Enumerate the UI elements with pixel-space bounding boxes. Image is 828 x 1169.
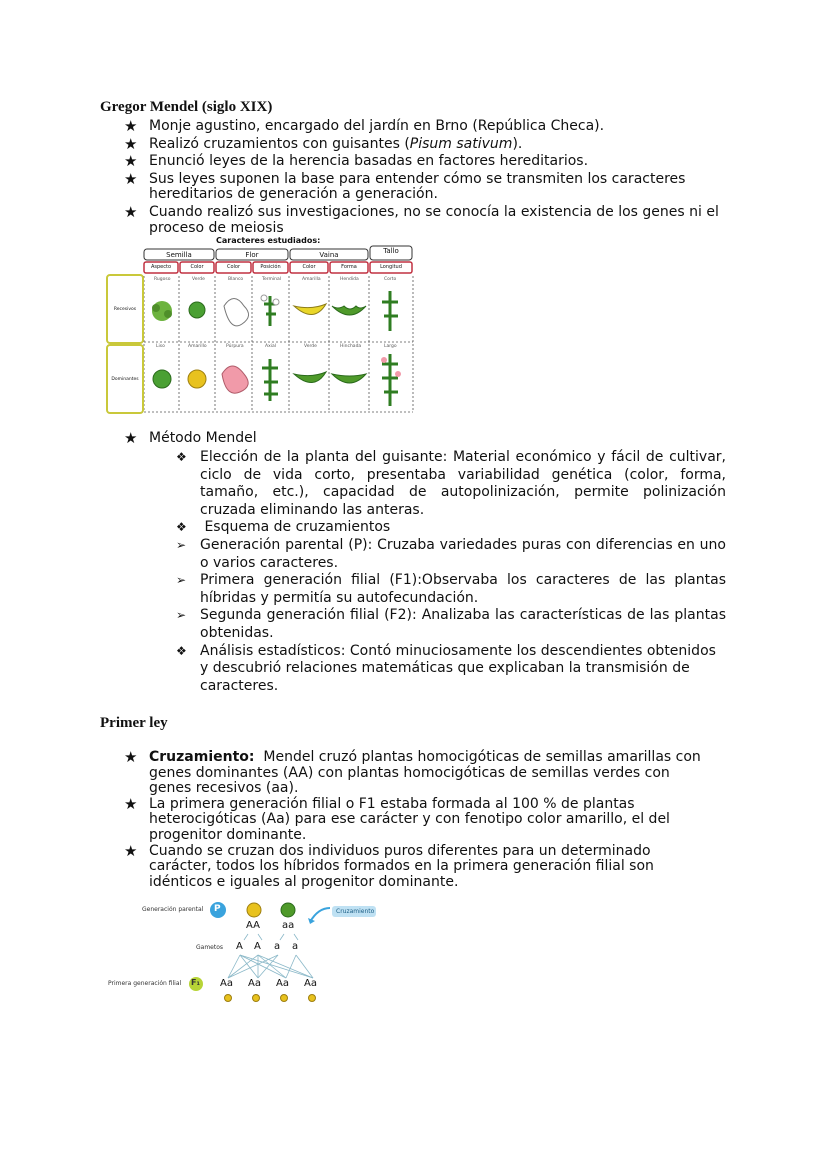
dominant-row-images: [152, 354, 401, 406]
star-icon: ★: [124, 202, 138, 221]
trait-header: Aspecto: [150, 264, 172, 270]
trait-header: Color: [302, 264, 316, 270]
gamete: a: [274, 941, 281, 952]
dominant-cell: Hinchada: [340, 344, 362, 349]
dominant-cell: Púrpura: [226, 344, 244, 349]
recessive-cell: Amarilla: [302, 277, 321, 282]
list-item: ★Cuando se cruzan dos individuos puros d…: [124, 841, 654, 890]
recessive-cell: Verde: [192, 277, 205, 282]
first-law-list: ★Cruzamiento: Mendel cruzó plantas homoc…: [124, 748, 716, 890]
method-list: ★Método Mendel: [124, 429, 734, 447]
method-sublist: ❖Elección de la planta del guisante: Mat…: [176, 449, 726, 695]
recessive-cell: Corto: [384, 277, 397, 282]
list-item: ★Monje agustino, encargado del jardín en…: [124, 117, 605, 135]
parental-label: Generación parental: [142, 906, 204, 913]
star-icon: ★: [124, 841, 138, 860]
mendel-facts-list: ★Monje agustino, encargado del jardín en…: [124, 117, 724, 236]
recessive-row-label: Recesivos: [106, 274, 144, 344]
recessive-cell: Rugoso: [154, 277, 171, 282]
f1-genotype: Aa: [220, 978, 233, 989]
f1-genotype: Aa: [304, 978, 317, 989]
genotype-recessive: aa: [282, 920, 295, 931]
section-title-mendel: Gregor Mendel (siglo XIX): [100, 99, 273, 115]
recessive-row-images: [152, 291, 398, 331]
parental-badge: P: [214, 904, 221, 914]
gamete: A: [236, 941, 243, 952]
star-icon: ★: [124, 152, 138, 171]
characters-table-svg: [143, 245, 414, 413]
characters-figure: Caracteres estudiados:: [106, 236, 416, 414]
arrow-bullet-icon: ➢: [176, 537, 187, 552]
list-item: ➢Generación parental (P): Cruzaba varied…: [176, 536, 726, 571]
recessive-cell: Hendida: [340, 277, 359, 282]
group-header: Tallo: [383, 247, 399, 255]
arrow-bullet-icon: ➢: [176, 573, 187, 588]
dominant-cell: Amarillo: [188, 344, 207, 349]
gamete: a: [292, 941, 299, 952]
gamete: A: [254, 941, 261, 952]
section-title-first-law: Primer ley: [100, 715, 168, 731]
group-header: Vaina: [319, 251, 339, 259]
cross-label: Cruzamiento: [336, 908, 375, 915]
f1-label: Primera generación filial: [108, 980, 182, 987]
star-icon: ★: [124, 169, 138, 188]
dominant-row-label: Dominantes: [106, 344, 144, 414]
trait-header: Forma: [341, 264, 357, 270]
f1-badge: F₁: [191, 978, 200, 987]
f1-genotype: Aa: [248, 978, 261, 989]
group-header: Semilla: [166, 251, 192, 259]
recessive-cell: Blanco: [228, 277, 244, 282]
diamond-bullet-icon: ❖: [176, 450, 187, 464]
f1-genotype: Aa: [276, 978, 289, 989]
list-item: ★Cruzamiento: Mendel cruzó plantas homoc…: [124, 748, 706, 797]
diamond-bullet-icon: ❖: [176, 643, 187, 658]
list-item: ➢Primera generación filial (F1):Observab…: [176, 572, 726, 606]
trait-header: Color: [190, 264, 204, 270]
recessive-cell: Terminal: [262, 277, 282, 282]
list-item: ➢Segunda generación filial (F2): Analiza…: [176, 607, 726, 641]
list-item: ❖Elección de la planta del guisante: Mat…: [176, 449, 726, 518]
star-icon: ★: [124, 117, 138, 135]
star-icon: ★: [124, 748, 138, 766]
arrow-bullet-icon: ➢: [176, 608, 187, 623]
group-header: Flor: [245, 251, 259, 259]
star-icon: ★: [124, 794, 138, 813]
list-item: ★Cuando realizó sus investigaciones, no …: [124, 202, 719, 236]
star-icon: ★: [124, 134, 138, 153]
diamond-bullet-icon: ❖: [176, 520, 187, 535]
cross-diagram-svg: [189, 902, 376, 1002]
gametes-label: Gametos: [196, 944, 224, 951]
trait-header: Color: [226, 264, 241, 270]
trait-header: Posición: [260, 264, 281, 270]
dominant-cell: Liso: [156, 344, 165, 349]
genotype-dominant: AA: [246, 920, 260, 931]
list-item: ★Método Mendel: [124, 429, 257, 447]
list-item: ★Sus leyes suponen la base para entender…: [124, 169, 686, 203]
list-item: ❖ Esquema de cruzamientos: [176, 519, 391, 536]
dominant-cell: Largo: [384, 344, 397, 349]
star-icon: ★: [124, 429, 138, 447]
dominant-cell: Verde: [304, 344, 317, 349]
list-item: ★La primera generación filial o F1 estab…: [124, 794, 670, 843]
list-item: ★Realizó cruzamientos con guisantes (Pis…: [124, 134, 523, 153]
list-item: ★Enunció leyes de la herencia basadas en…: [124, 152, 589, 171]
cross-diagram: Generación parental P Cruzamiento AA aa …: [108, 898, 398, 1008]
figure-caption: Caracteres estudiados:: [216, 236, 321, 245]
dominant-cell: Axial: [265, 344, 276, 349]
list-item: ❖Análisis estadísticos: Contó minuciosam…: [176, 642, 716, 694]
trait-header: Longitud: [380, 264, 402, 270]
